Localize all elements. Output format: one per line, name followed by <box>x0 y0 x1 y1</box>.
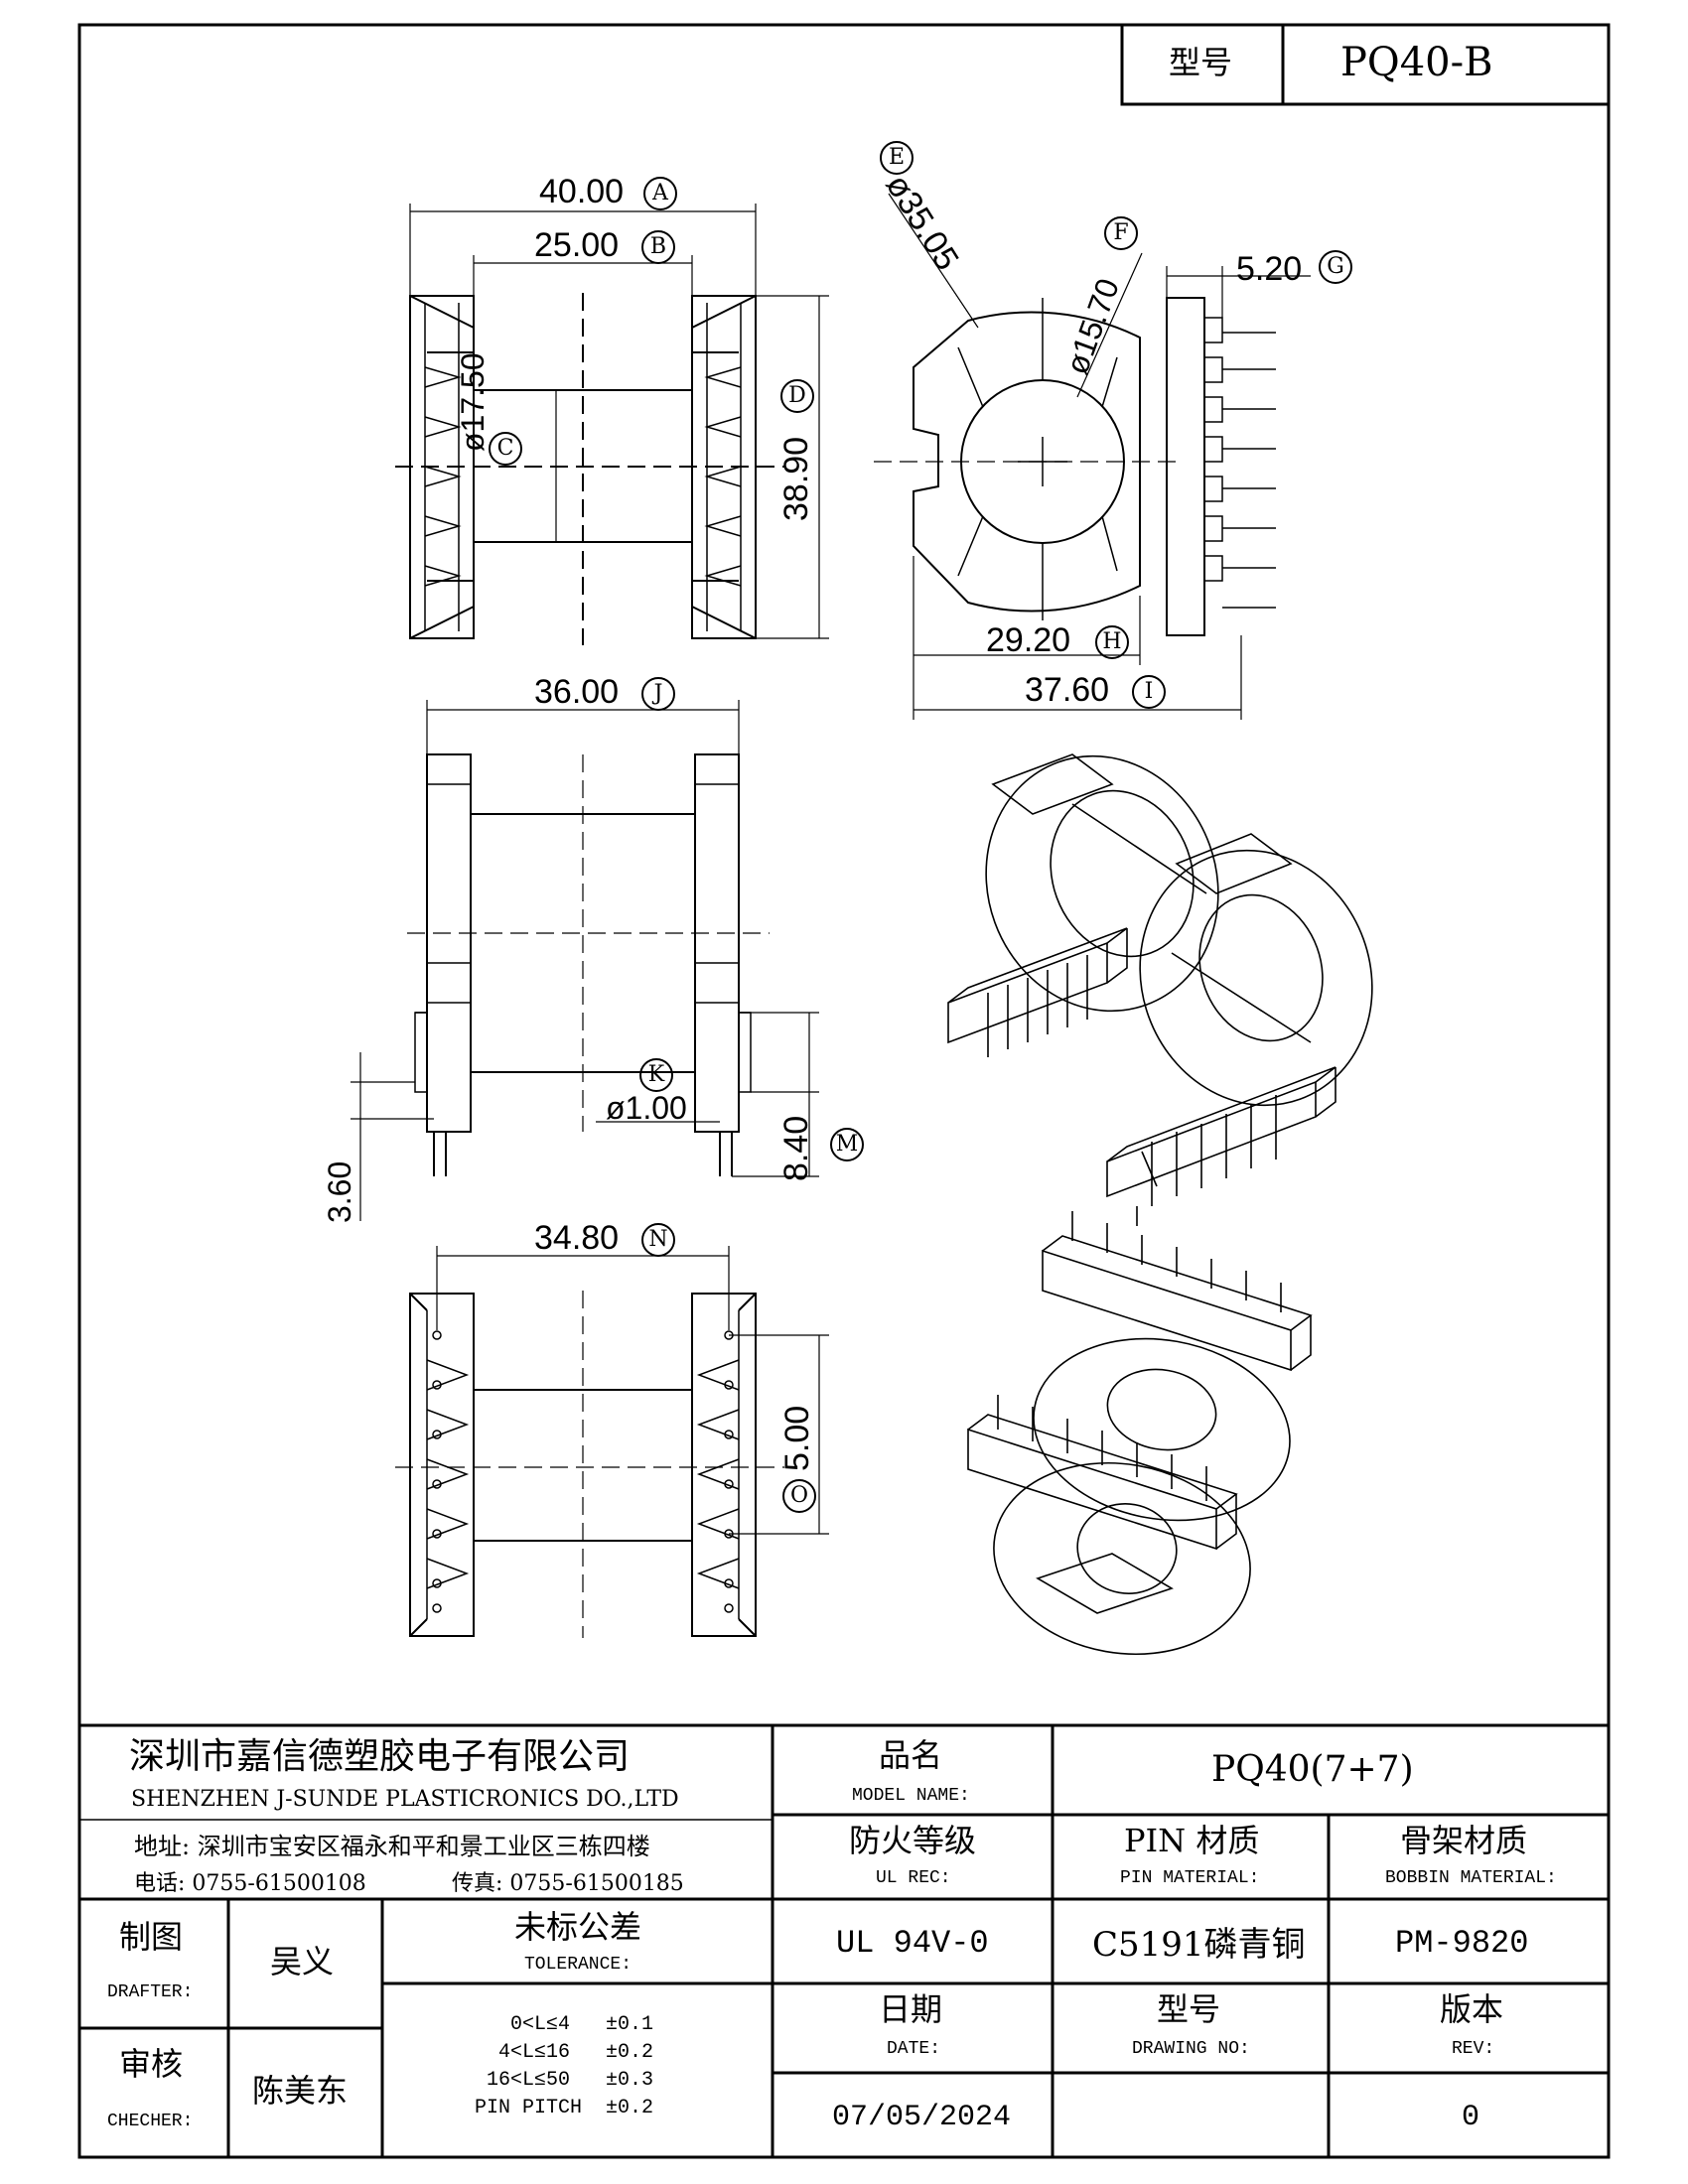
dim-A-letter: A <box>643 177 677 210</box>
dim-N-letter: N <box>641 1223 675 1257</box>
header-model-label: 型号 <box>1169 44 1233 81</box>
dim-O-letter: O <box>782 1479 816 1513</box>
checker-name: 陈美东 <box>252 2072 349 2110</box>
rev-value: 0 <box>1462 2101 1480 2134</box>
dim-I-letter: I <box>1132 675 1166 709</box>
model-name-cn: 品名 <box>879 1736 943 1774</box>
model-name-value: PQ40(7+7) <box>1211 1749 1414 1790</box>
drawing-no-cn: 型号 <box>1157 1990 1221 2028</box>
isometric-view-lower <box>967 1211 1313 1656</box>
dim-L-value: 3.60 <box>322 1160 357 1223</box>
dim-B-letter: B <box>641 230 675 264</box>
dim-M-letter: M <box>830 1128 864 1161</box>
bottom-view <box>395 1246 829 1638</box>
title-block-lines <box>79 1723 1609 2157</box>
dim-C-value: ø17.50 <box>455 352 491 452</box>
dim-K-value: ø1.00 <box>606 1090 687 1126</box>
dim-G-value: 5.20 <box>1236 250 1303 288</box>
rev-en: REV: <box>1452 2039 1495 2059</box>
dim-E-letter: E <box>880 141 914 175</box>
company-fax: 传真: 0755-61500185 <box>452 1871 684 1896</box>
company-phone: 电话: 0755-61500108 <box>134 1871 366 1896</box>
tolerance-range-1: 4<L≤16 <box>498 2041 571 2064</box>
dim-N-value: 34.80 <box>534 1219 620 1257</box>
tolerance-range-0: 0<L≤4 <box>510 2013 571 2036</box>
tolerance-cn: 未标公差 <box>514 1908 642 1946</box>
dim-F-letter: F <box>1104 216 1138 250</box>
bobbin-material-cn: 骨架材质 <box>1400 1822 1528 1859</box>
side-view <box>351 700 819 1221</box>
drafter-name: 吴义 <box>270 1943 335 1980</box>
dim-J-value: 36.00 <box>534 673 620 711</box>
model-name-en: MODEL NAME: <box>852 1786 970 1806</box>
dim-C-letter: C <box>489 432 522 466</box>
dim-D-value: 38.90 <box>777 436 815 521</box>
top-left-view <box>395 204 829 645</box>
isometric-view-upper <box>947 753 1373 1226</box>
tolerance-range-2: 16<L≤50 <box>487 2069 571 2092</box>
rev-cn: 版本 <box>1440 1990 1504 2028</box>
dim-B-value: 25.00 <box>534 226 620 264</box>
date-cn: 日期 <box>879 1990 943 2028</box>
dim-J-letter: J <box>641 677 675 711</box>
dim-K-letter: K <box>639 1058 673 1092</box>
drawing-frame <box>77 23 1611 2159</box>
ul-rec-en: UL REC: <box>876 1868 951 1888</box>
header-box <box>1120 23 1611 106</box>
checker-en: CHECHER: <box>107 2112 194 2131</box>
pin-material-en: PIN MATERIAL: <box>1120 1868 1260 1888</box>
dim-H-value: 29.20 <box>986 621 1071 659</box>
header-model-value: PQ40-B <box>1340 40 1493 85</box>
bobbin-material-en: BOBBIN MATERIAL: <box>1385 1868 1557 1888</box>
pin-material-value: C5191磷青铜 <box>1092 1925 1306 1965</box>
tolerance-value-2: ±0.3 <box>606 2069 654 2092</box>
checker-cn: 审核 <box>119 2045 184 2083</box>
date-value: 07/05/2024 <box>832 2101 1012 2134</box>
drafter-en: DRAFTER: <box>107 1982 194 2002</box>
tolerance-range-3: PIN PITCH <box>475 2097 583 2119</box>
dim-H-letter: H <box>1095 625 1129 659</box>
company-address: 地址: 深圳市宝安区福永和平和景工业区三栋四楼 <box>134 1833 650 1860</box>
dim-I-value: 37.60 <box>1025 671 1110 709</box>
tolerance-value-3: ±0.2 <box>606 2097 654 2119</box>
drawing-no-en: DRAWING NO: <box>1132 2039 1250 2059</box>
date-en: DATE: <box>887 2039 941 2059</box>
pin-material-cn: PIN 材质 <box>1124 1822 1260 1859</box>
drafter-cn: 制图 <box>119 1918 184 1956</box>
dim-M-value: 8.40 <box>777 1115 815 1181</box>
tolerance-value-0: ±0.1 <box>606 2013 654 2036</box>
tolerance-value-1: ±0.2 <box>606 2041 654 2064</box>
dim-O-value: 5.00 <box>778 1405 816 1471</box>
dim-G-letter: G <box>1319 250 1352 284</box>
tolerance-en: TOLERANCE: <box>524 1955 633 1975</box>
ul-rec-value: UL 94V-0 <box>836 1925 989 1962</box>
dim-D-letter: D <box>780 379 814 413</box>
dim-A-value: 40.00 <box>539 173 625 210</box>
bobbin-material-value: PM-9820 <box>1395 1925 1529 1962</box>
top-right-view <box>874 193 1311 720</box>
ul-rec-cn: 防火等级 <box>849 1822 977 1859</box>
company-name-en: SHENZHEN J-SUNDE PLASTICRONICS DO.,LTD <box>131 1787 679 1812</box>
company-name-cn: 深圳市嘉信德塑胶电子有限公司 <box>129 1736 631 1777</box>
